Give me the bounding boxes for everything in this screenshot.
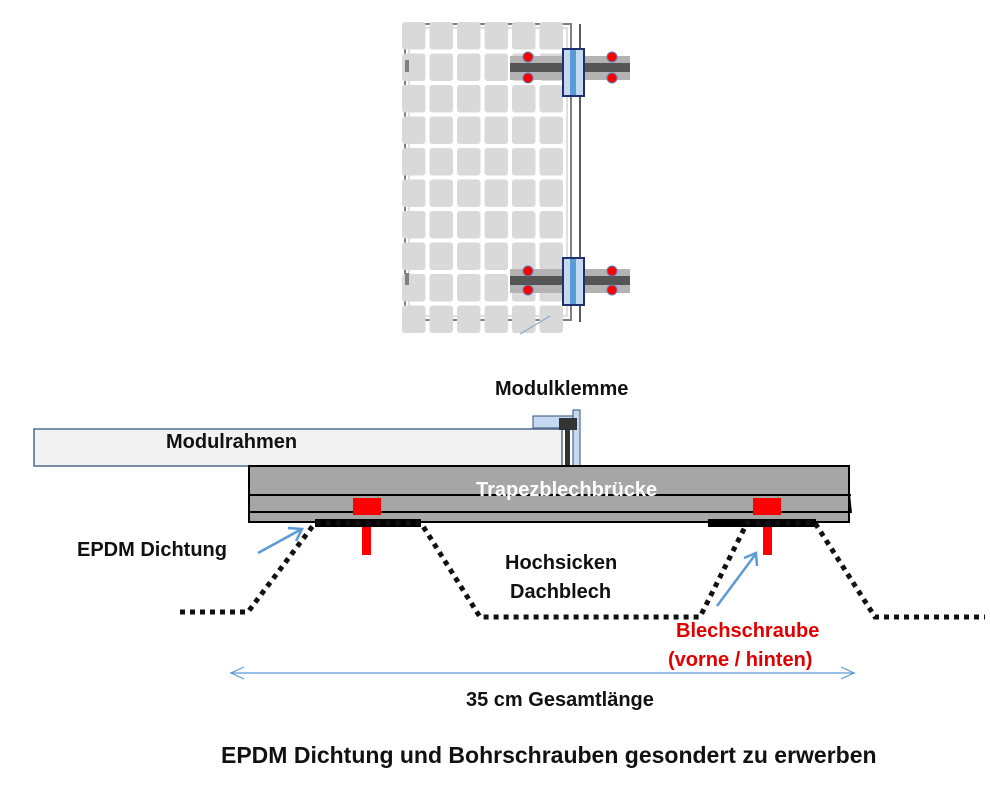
frame-tab: [405, 60, 409, 72]
solar-cell: [402, 148, 426, 176]
clamp-assembly-top: [510, 48, 630, 97]
label-modulklemme: Modulklemme: [495, 378, 629, 400]
module-top-view: [402, 22, 630, 335]
clamp-bolt-head: [559, 418, 577, 430]
label-epdm-dichtung: EPDM Dichtung: [77, 539, 227, 561]
solar-cell: [484, 22, 508, 50]
solar-cell: [539, 22, 563, 50]
solar-cell: [539, 85, 563, 113]
solar-cell: [484, 305, 508, 333]
solar-cell: [484, 274, 508, 302]
label-hochsicken: Hochsicken: [505, 552, 618, 574]
solar-cell: [402, 116, 426, 144]
module-side-view: [33, 409, 985, 680]
solar-cell: [457, 148, 481, 176]
epdm-arrowhead: [287, 526, 304, 542]
solar-cell: [429, 116, 453, 144]
solar-cell: [457, 274, 481, 302]
clamp-center: [570, 50, 576, 95]
solar-cell: [457, 305, 481, 333]
solar-cell: [539, 305, 563, 333]
epdm-gasket-right: [708, 519, 816, 527]
label-blechschraube: Blechschraube: [676, 620, 820, 642]
solar-cell: [457, 179, 481, 207]
solar-cell: [429, 179, 453, 207]
solar-cell: [484, 53, 508, 81]
screw-head: [522, 72, 534, 84]
screw-head: [606, 284, 618, 296]
clamp-bolt-shaft: [565, 430, 570, 466]
label-trapezblechbruecke: Trapezblechbrücke: [476, 479, 658, 501]
label-gesamtlaenge: 35 cm Gesamtlänge: [466, 689, 654, 711]
solar-cell: [512, 242, 536, 270]
solar-cell: [429, 305, 453, 333]
solar-cell: [402, 211, 426, 239]
solar-cell: [402, 22, 426, 50]
solar-cell: [512, 85, 536, 113]
solar-cell: [484, 179, 508, 207]
solar-cell: [539, 179, 563, 207]
solar-cell: [539, 116, 563, 144]
solar-cell: [512, 305, 536, 333]
clamp-assembly-bottom: [510, 257, 630, 306]
solar-cell: [512, 148, 536, 176]
solar-cell: [457, 85, 481, 113]
module-frame-profile: [33, 428, 563, 467]
solar-cell: [429, 211, 453, 239]
roof-sheet-profile: [180, 520, 985, 620]
frame-tab: [405, 273, 409, 285]
solar-cell: [402, 242, 426, 270]
solar-cell: [402, 305, 426, 333]
solar-cell: [402, 85, 426, 113]
solar-cell: [484, 85, 508, 113]
solar-cell: [429, 274, 453, 302]
label-modulrahmen: Modulrahmen: [166, 431, 298, 453]
dimension-arrow-right: [840, 666, 856, 680]
dimension-arrow-left: [229, 666, 245, 680]
solar-cell: [539, 242, 563, 270]
solar-cell: [457, 53, 481, 81]
solar-cell: [484, 116, 508, 144]
clamp-center: [570, 259, 576, 304]
solar-cell: [429, 242, 453, 270]
solar-cell: [429, 22, 453, 50]
solar-cell: [429, 53, 453, 81]
footer-note: EPDM Dichtung und Bohrschrauben gesonder…: [221, 742, 877, 768]
screw-head: [606, 51, 618, 63]
screw-head: [522, 51, 534, 63]
label-dachblech: Dachblech: [510, 581, 612, 603]
solar-cell: [512, 116, 536, 144]
solar-cell: [539, 211, 563, 239]
solar-cells: [402, 22, 563, 333]
solar-cell: [484, 148, 508, 176]
solar-cell: [457, 242, 481, 270]
solar-cell: [539, 148, 563, 176]
solar-cell: [484, 211, 508, 239]
screw-head: [522, 265, 534, 277]
solar-cell: [512, 211, 536, 239]
screw-arrowhead: [743, 551, 759, 567]
frame-left-mask: [36, 431, 42, 464]
solar-cell: [457, 211, 481, 239]
epdm-arrow: [257, 528, 301, 555]
solar-cell: [457, 116, 481, 144]
screw-shaft-right: [763, 527, 772, 555]
screw-head: [606, 265, 618, 277]
pointer-line: [519, 315, 551, 335]
solar-cell: [457, 22, 481, 50]
solar-cell: [402, 179, 426, 207]
screw-arrow: [715, 554, 757, 607]
screw-head-right: [753, 498, 781, 515]
solar-cell: [484, 242, 508, 270]
label-vorne-hinten: (vorne / hinten): [668, 649, 813, 671]
solar-cell: [512, 179, 536, 207]
screw-head: [606, 72, 618, 84]
solar-cell: [429, 148, 453, 176]
screw-shaft-left: [362, 527, 371, 555]
screw-head: [522, 284, 534, 296]
solar-cell: [512, 22, 536, 50]
solar-cell: [429, 85, 453, 113]
screw-head-left: [353, 498, 381, 515]
